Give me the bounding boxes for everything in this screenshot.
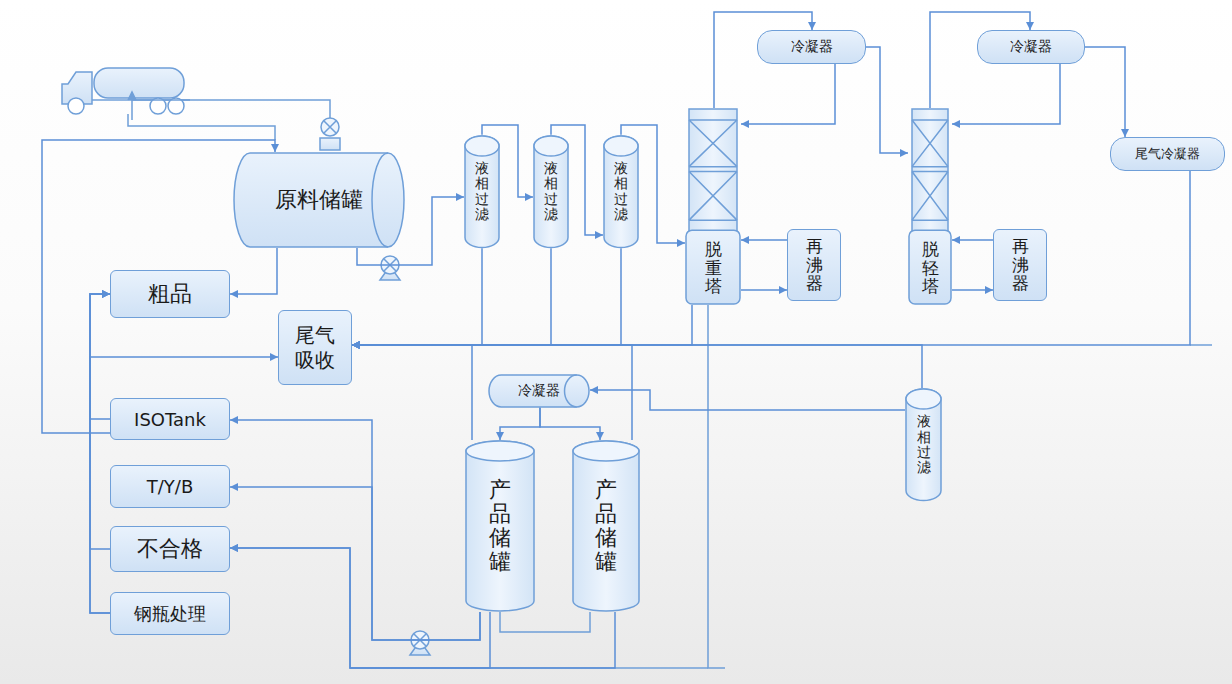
vessel-cylinder: 液相过滤 [905, 388, 942, 502]
tank-truck [62, 68, 190, 114]
valve-symbol [321, 118, 339, 136]
process-box: 尾气吸收 [278, 310, 352, 385]
node-label: 尾气冷凝器 [1135, 145, 1200, 163]
vent-header [1190, 344, 1212, 346]
pipe-connector [352, 345, 472, 440]
pipe-connector [590, 390, 905, 410]
pipe-connector [352, 248, 621, 345]
process-box: T/Y/B [110, 465, 230, 508]
process-box: 钢瓶处理 [110, 592, 230, 635]
vessel-cylinder: 产品储罐 [572, 440, 640, 612]
pipe-connector [952, 289, 993, 291]
node-label: T/Y/B [147, 476, 193, 497]
process-box: ISOTank [110, 398, 230, 440]
tank-interconnect [500, 612, 590, 632]
node-label: 原料储罐 [275, 185, 363, 215]
pipe-connector [741, 64, 835, 124]
vessel-cylinder: 冷凝器 [488, 374, 590, 408]
pipe-connector [90, 294, 110, 549]
pipe-connector [741, 239, 787, 241]
pipe-connector [230, 487, 480, 640]
vessel-cylinder: 液相过滤 [533, 135, 569, 249]
node-label: 钢瓶处理 [134, 602, 206, 626]
node-label: 冷凝器 [791, 38, 833, 56]
pipe-connector [952, 239, 993, 241]
node-label: 液相过滤 [544, 161, 558, 223]
pipe-connector [741, 289, 787, 291]
vapour-return-line [132, 100, 330, 120]
node-label: 冷凝器 [518, 382, 560, 400]
node-label: 再沸器 [806, 237, 823, 293]
feed-line [128, 114, 275, 140]
node-label: 尾气吸收 [293, 323, 337, 373]
vessel-cylinder: 液相过滤 [464, 135, 500, 249]
pipe-connector [90, 357, 278, 613]
condenser-pill: 冷凝器 [757, 30, 866, 64]
node-label: 液相过滤 [917, 414, 931, 476]
node-label: 不合格 [137, 534, 203, 564]
pipe-connector [352, 345, 632, 440]
vessel-cylinder: 原料储罐 [233, 152, 405, 248]
node-label: 脱重塔 [705, 240, 722, 296]
pipe-connector [866, 47, 908, 153]
process-box: 再沸器 [787, 229, 841, 301]
pipe-connector [230, 248, 277, 294]
node-label: 产品储罐 [595, 478, 617, 575]
node-label: 再沸器 [1012, 237, 1029, 293]
node-label: 液相过滤 [614, 161, 628, 223]
node-label: 冷凝器 [1010, 38, 1052, 56]
pipe-connector [1085, 47, 1125, 137]
feed-pump [380, 256, 400, 280]
node-label: 产品储罐 [489, 478, 511, 575]
pipe-connector [352, 345, 922, 388]
node-label: 脱轻塔 [922, 240, 939, 296]
product-pump [410, 631, 430, 655]
pipe-connector [540, 408, 600, 441]
drain-line [708, 305, 725, 668]
pipe-connector [230, 548, 490, 668]
node-label: ISOTank [134, 409, 206, 430]
node-label: 粗品 [148, 279, 192, 309]
valve-body [320, 138, 340, 150]
pipe-connector [230, 420, 480, 640]
pipe-connector [952, 64, 1060, 124]
process-box: 粗品 [110, 270, 230, 318]
pipe-connector [352, 248, 551, 345]
node-label: 液相过滤 [475, 161, 489, 223]
pipe-connector [230, 548, 615, 668]
pipe-connector [352, 305, 692, 345]
process-box: 再沸器 [993, 229, 1047, 301]
condenser-pill: 冷凝器 [977, 30, 1085, 64]
column-tower: 脱重塔 [685, 108, 741, 305]
condenser-pill: 尾气冷凝器 [1110, 137, 1225, 171]
vapour-return-arrow [128, 92, 136, 100]
vessel-cylinder: 产品储罐 [465, 440, 535, 612]
vessel-cylinder: 液相过滤 [603, 135, 639, 249]
process-box: 不合格 [110, 526, 230, 572]
pipe-connector [90, 294, 110, 613]
pipe-connector [500, 408, 540, 441]
pipe-connector [352, 248, 482, 345]
column-tower: 脱轻塔 [908, 108, 952, 305]
